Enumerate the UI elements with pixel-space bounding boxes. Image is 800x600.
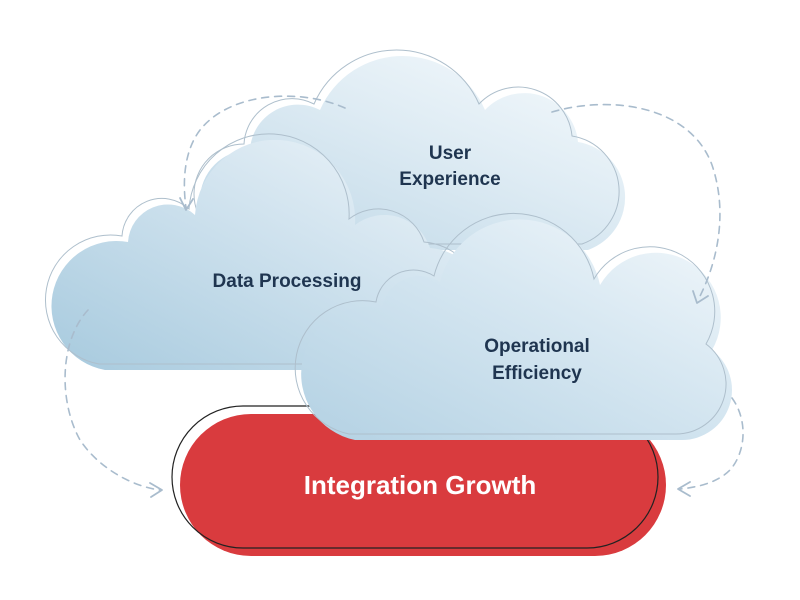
arrowhead-icon — [692, 290, 709, 304]
connector-right — [677, 397, 744, 497]
arrowhead-icon — [677, 481, 691, 497]
arrowhead-icon — [179, 197, 194, 211]
cloud-operational-efficiency: Operational Efficiency — [294, 212, 732, 440]
user-experience-line2: Experience — [399, 169, 500, 190]
arrowhead-icon — [149, 482, 163, 498]
integration-growth-pill: Integration Growth — [171, 405, 666, 556]
integration-growth-label: Integration Growth — [304, 470, 537, 500]
operational-efficiency-line2: Efficiency — [492, 363, 582, 384]
connector-top-right — [551, 103, 721, 304]
operational-efficiency-line1: Operational — [484, 336, 590, 357]
connector-left — [64, 309, 163, 498]
user-experience-line1: User — [429, 143, 472, 164]
connector-top-left — [179, 95, 346, 211]
data-processing-label: Data Processing — [213, 271, 362, 292]
